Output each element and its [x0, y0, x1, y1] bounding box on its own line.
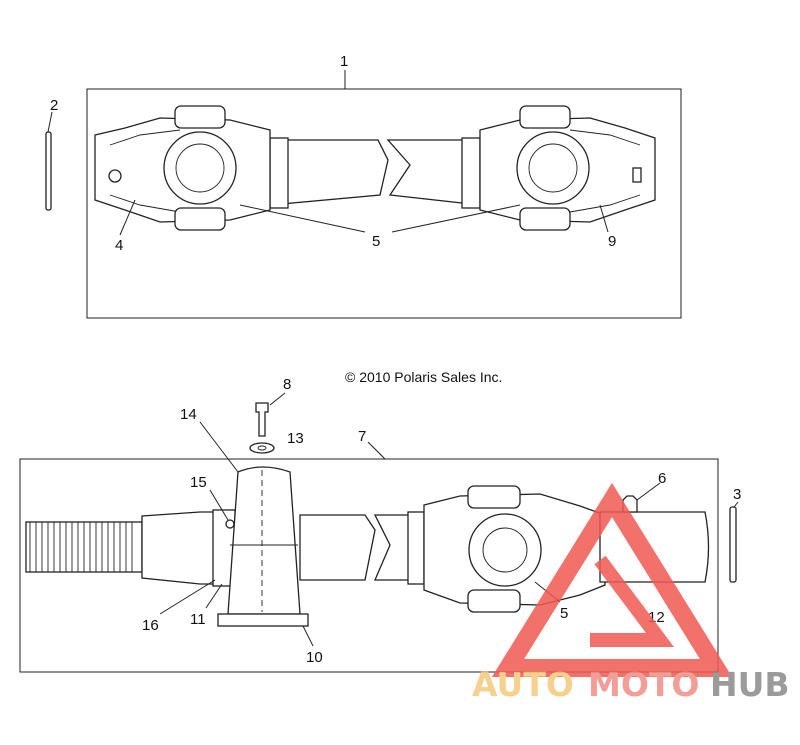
watermark-logo: AUTO MOTO HUB	[472, 482, 790, 704]
top-left-yoke-inner	[109, 129, 181, 213]
top-right-yoke-inner	[569, 129, 641, 213]
bolt-8	[255, 402, 269, 437]
snap-ring-2	[45, 131, 52, 211]
top-right-cap-top	[519, 105, 571, 129]
bottom-assembly-frame	[19, 458, 719, 673]
top-left-cap-bottom	[174, 207, 226, 231]
bottom-shaft-tube	[299, 514, 376, 581]
set-screw-15	[225, 519, 235, 529]
callout-9: 9	[608, 233, 616, 250]
bracket-base-plate	[217, 613, 309, 627]
callout-5-bottom: 5	[560, 605, 568, 622]
snap-ring-3	[729, 506, 737, 583]
callout-7: 7	[358, 428, 366, 445]
callout-5-top: 5	[372, 233, 380, 250]
top-left-cap-top	[174, 105, 226, 129]
bottom-cap-bottom	[467, 589, 521, 613]
top-assembly	[86, 70, 682, 319]
spline-teeth	[29, 522, 133, 572]
callout-2: 2	[50, 97, 58, 114]
top-left-grease-fitting	[108, 169, 122, 183]
callout-11: 11	[190, 611, 206, 628]
copyright-notice: © 2010 Polaris Sales Inc.	[345, 369, 502, 385]
top-right-grease-fitting	[632, 167, 642, 183]
callout-10: 10	[306, 649, 323, 666]
callout-4: 4	[115, 237, 123, 254]
shaft-step	[141, 511, 216, 585]
top-shaft-collar-right	[461, 137, 481, 209]
bottom-cross-outer	[468, 513, 542, 587]
top-left-cross-outer	[163, 131, 237, 205]
washer-13	[249, 442, 275, 454]
callout-16: 16	[142, 617, 159, 634]
callout-13: 13	[287, 430, 304, 447]
callout-14: 14	[180, 406, 197, 423]
watermark-hub: HUB	[710, 665, 790, 704]
watermark-moto: MOTO	[588, 665, 699, 704]
top-right-cap-bottom	[519, 207, 571, 231]
top-right-cross-outer	[516, 131, 590, 205]
top-shaft-collar-left	[269, 137, 289, 209]
top-assembly-frame	[86, 88, 682, 319]
callout-6: 6	[658, 470, 666, 487]
bottom-cap-top	[467, 485, 521, 509]
top-left-cross-inner	[175, 143, 225, 193]
bottom-assembly	[19, 392, 719, 673]
callout-15: 15	[190, 474, 207, 491]
callout-1: 1	[340, 53, 348, 70]
watermark-inner-mark	[590, 555, 674, 647]
callout-8: 8	[283, 376, 291, 393]
watermark-auto: AUTO	[472, 665, 574, 704]
carrier-bearing-bracket	[227, 466, 301, 615]
top-right-cross-inner	[528, 143, 578, 193]
bottom-shaft-collar	[407, 511, 425, 585]
bottom-cross-inner	[482, 527, 528, 573]
callout-3: 3	[733, 486, 741, 503]
watermark-triangle	[491, 482, 733, 677]
